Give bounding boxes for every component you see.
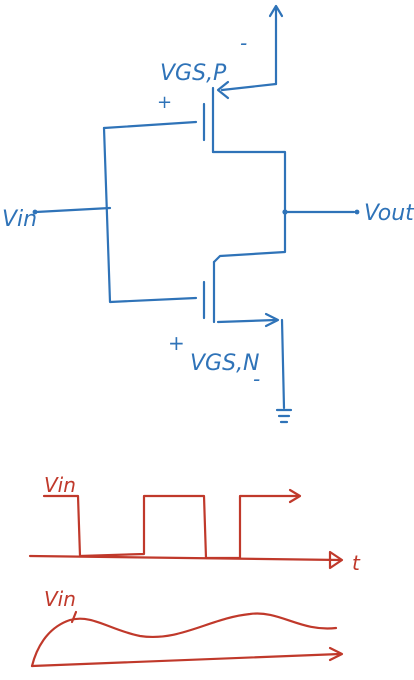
smooth-wave-label: Vin xyxy=(44,587,76,611)
vout-node xyxy=(354,209,360,215)
ground-symbol xyxy=(275,408,293,424)
vin-label: Vin xyxy=(2,207,37,232)
pmos-arrow xyxy=(216,80,230,100)
smooth-wave-tail xyxy=(70,610,78,624)
vgs-n-label: VGS,N xyxy=(190,351,260,376)
vgs-p-plus-sign: + xyxy=(157,92,172,113)
time-axis-label: t xyxy=(352,551,361,575)
input-wire xyxy=(34,206,112,214)
nmos-arrow xyxy=(264,312,280,328)
vgs-n-plus-sign: + xyxy=(168,331,185,355)
vgs-p-label: VGS,P xyxy=(160,61,227,86)
square-wave-signal xyxy=(42,494,300,560)
time-axis xyxy=(28,554,342,562)
square-wave-plot xyxy=(28,488,344,570)
smooth-wave-signal xyxy=(30,612,338,668)
square-wave-end-arrow xyxy=(288,488,302,504)
pmos-drain-wire xyxy=(211,150,287,214)
vgs-p-minus-sign: - xyxy=(240,31,247,55)
smooth-wave-plot xyxy=(30,610,344,668)
square-wave-label: Vin xyxy=(44,473,76,497)
pmos-source-wire xyxy=(220,82,278,92)
nmos-drain-wire xyxy=(212,210,287,264)
pmos-gate-wire xyxy=(102,120,198,130)
vin-node xyxy=(32,209,38,215)
time-axis-arrow xyxy=(328,550,344,570)
input-left-rail xyxy=(102,126,198,304)
smooth-axis-arrow xyxy=(328,646,344,662)
smooth-axis xyxy=(30,652,342,668)
vgs-n-minus-sign: - xyxy=(253,367,260,391)
output-junction xyxy=(282,209,288,215)
vout-label: Vout xyxy=(364,201,414,226)
inverter-schematic xyxy=(32,4,360,424)
ground-line xyxy=(280,318,286,410)
vdd-arrow xyxy=(268,4,284,18)
nmos-source-wire xyxy=(216,318,278,324)
